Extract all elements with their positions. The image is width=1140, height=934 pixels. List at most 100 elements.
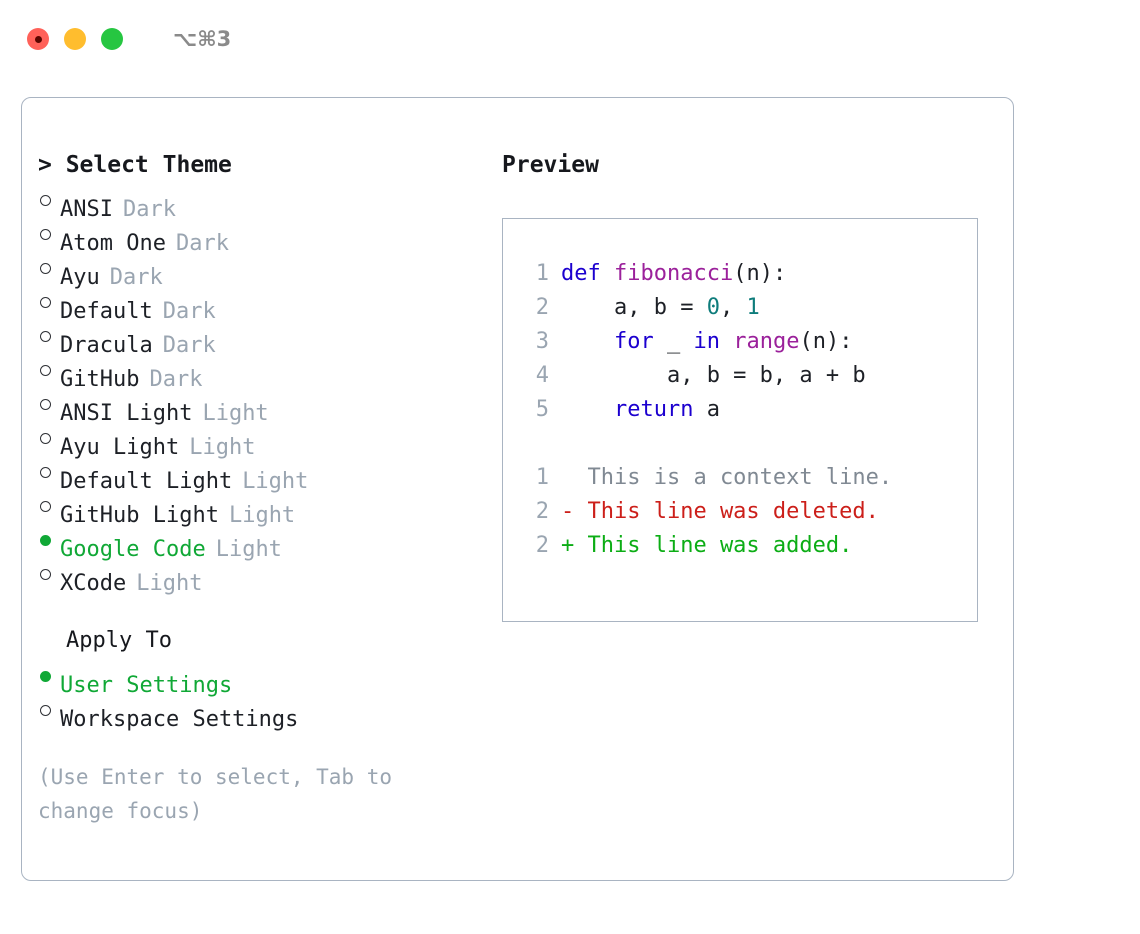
theme-option-label: Default — [60, 299, 153, 324]
theme-option-label: Google Code — [60, 537, 206, 562]
code-token-pl: _ — [653, 329, 694, 354]
code-token-pl — [561, 329, 614, 354]
theme-option-label: ANSI — [60, 197, 113, 222]
theme-option-badge: Light — [189, 435, 256, 460]
radio-unselected-icon — [38, 352, 60, 386]
radio-unselected-icon — [38, 284, 60, 318]
theme-option-badge: Dark — [122, 197, 176, 222]
code-token-kw: for — [613, 329, 654, 354]
radio-unselected-icon — [38, 182, 60, 216]
theme-option-dracula[interactable]: Dracula Dark — [38, 318, 498, 358]
code-token-pl: (n): — [799, 329, 853, 354]
theme-option-badge: Dark — [162, 299, 216, 324]
code-token-fn: fibonacci — [613, 261, 734, 286]
theme-option-label: XCode — [60, 571, 127, 596]
radio-unselected-icon — [38, 488, 60, 522]
radio-unselected-icon — [38, 454, 60, 488]
theme-option-label: Default Light — [60, 469, 233, 494]
code-token-pl: a, b = — [561, 295, 707, 320]
theme-option-badge: Dark — [175, 231, 229, 256]
code-token-kw: in — [693, 329, 720, 354]
apply-to-option-user-settings[interactable]: User Settings — [38, 658, 498, 698]
traffic-lights — [27, 28, 123, 50]
theme-option-label: ANSI Light — [60, 401, 193, 426]
theme-option-badge: Light — [228, 503, 296, 528]
apply-to-option-label: User Settings — [60, 673, 233, 698]
code-token-pl: a, b = b, a + b — [561, 363, 866, 388]
close-window-button[interactable] — [27, 28, 49, 50]
code-line: 4 a, b = b, a + b — [521, 359, 969, 393]
diff-line-text: This is a context line. — [561, 465, 893, 490]
code-token-pl — [561, 397, 614, 422]
theme-option-badge: Dark — [162, 333, 216, 358]
minimize-window-button[interactable] — [64, 28, 86, 50]
radio-unselected-icon — [38, 216, 60, 250]
diff-line-number: 1 — [535, 465, 549, 490]
diff-line-add: 2 + This line was added. — [521, 529, 969, 563]
theme-option-label: Dracula — [60, 333, 153, 358]
theme-option-label: Ayu — [60, 265, 100, 290]
code-token-pl: , — [719, 295, 747, 320]
diff-line-ctx: 1 This is a context line. — [521, 461, 969, 495]
select-theme-heading: > Select Theme — [38, 152, 232, 178]
preview-title: Preview — [502, 152, 599, 178]
theme-option-ansi[interactable]: ANSI Dark — [38, 182, 498, 222]
diff-line-number: 2 — [535, 533, 549, 558]
apply-to-option-workspace-settings[interactable]: Workspace Settings — [38, 692, 498, 732]
theme-option-github-light[interactable]: GitHub Light Light — [38, 488, 498, 528]
theme-option-xcode[interactable]: XCode Light — [38, 556, 498, 596]
radio-unselected-icon — [38, 420, 60, 454]
radio-unselected-icon — [38, 556, 60, 590]
window-titlebar: ⌥⌘3 — [0, 0, 1140, 78]
keyboard-hint-text: (Use Enter to select, Tab to change focu… — [38, 765, 405, 823]
theme-option-default[interactable]: Default Dark — [38, 284, 498, 324]
diff-line-del: 2- This line was deleted. — [521, 495, 969, 529]
apply-to-option-label: Workspace Settings — [60, 707, 299, 732]
theme-option-label: GitHub Light — [60, 503, 219, 528]
code-line-text: def fibonacci(n): — [561, 257, 786, 291]
diff-line-text: - This line was deleted. — [561, 499, 879, 524]
theme-option-badge: Dark — [109, 265, 163, 290]
theme-option-atom-one[interactable]: Atom One Dark — [38, 216, 498, 256]
theme-option-ayu[interactable]: Ayu Dark — [38, 250, 498, 290]
theme-option-badge: Light — [136, 571, 203, 596]
diff-sample: 1 This is a context line.2- This line wa… — [521, 461, 969, 563]
radio-unselected-icon — [38, 386, 60, 420]
close-icon — [34, 35, 42, 43]
code-line-text: a, b = 0, 1 — [561, 291, 760, 325]
theme-option-label: GitHub — [60, 367, 140, 392]
code-token-num: 0 — [706, 295, 720, 320]
radio-selected-icon — [38, 658, 60, 692]
apply-to-heading: Apply To — [66, 628, 172, 653]
radio-selected-icon — [38, 522, 60, 556]
code-line-number: 4 — [535, 363, 549, 388]
code-line-text: a, b = b, a + b — [561, 359, 866, 393]
radio-unselected-icon — [38, 318, 60, 352]
code-token-pl: (n): — [733, 261, 787, 286]
code-line-number: 2 — [535, 295, 549, 320]
diff-line-text: + This line was added. — [561, 533, 853, 558]
code-diff-spacer — [521, 427, 969, 461]
code-token-pl — [720, 329, 733, 354]
maximize-window-button[interactable] — [101, 28, 123, 50]
theme-option-label: Atom One — [60, 231, 166, 256]
code-token-pl: a — [693, 397, 720, 422]
code-line-number: 3 — [535, 329, 549, 354]
code-line: 2 a, b = 0, 1 — [521, 291, 969, 325]
